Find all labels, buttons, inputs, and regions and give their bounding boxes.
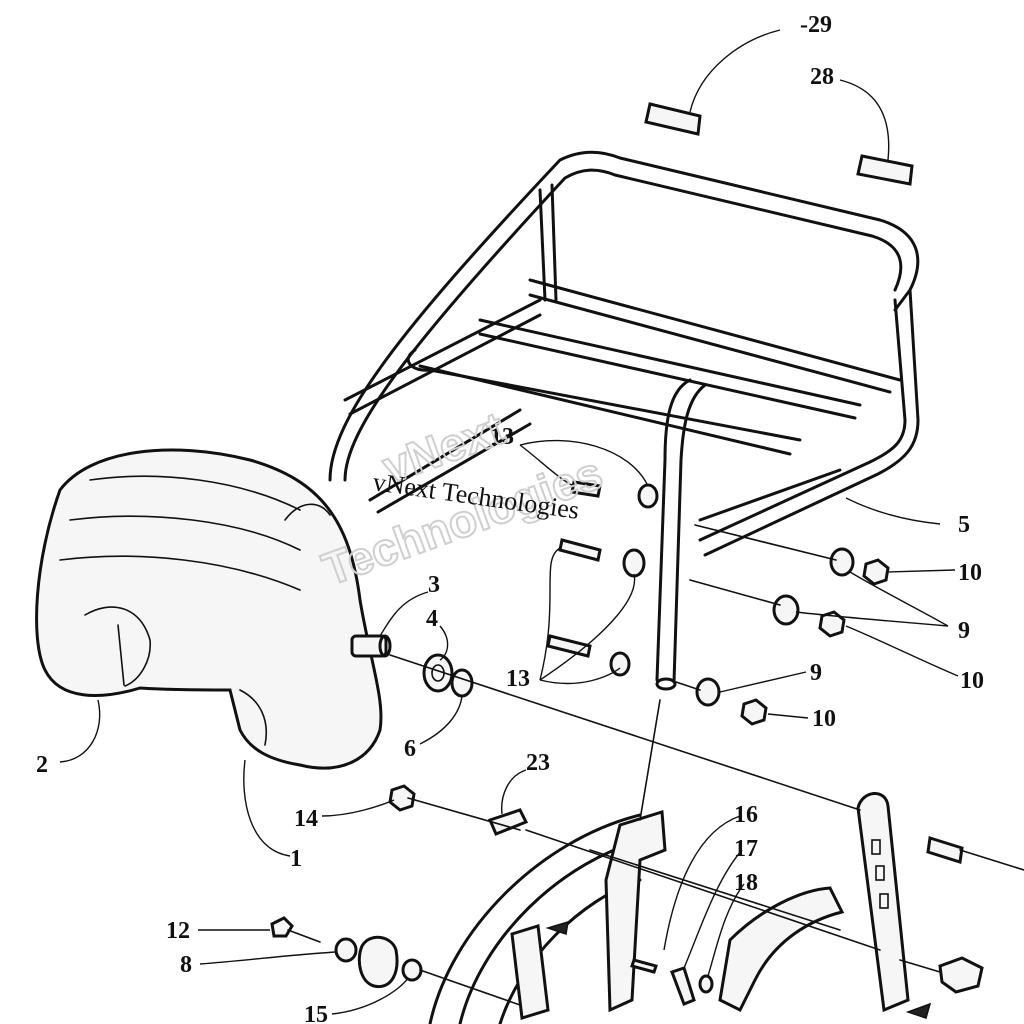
callout-1: 1 xyxy=(290,846,302,872)
washer-15 xyxy=(401,958,423,982)
washer-6 xyxy=(450,668,474,698)
callout-13-top: 13 xyxy=(490,424,514,450)
knob-bolt xyxy=(926,836,984,994)
callout-28: 28 xyxy=(810,64,834,90)
decal-29 xyxy=(644,102,702,136)
nuts-10 xyxy=(740,558,890,726)
callout-2: 2 xyxy=(36,752,48,778)
pad-block xyxy=(718,886,845,1013)
stud-3 xyxy=(350,634,392,658)
callout-13-low: 13 xyxy=(506,666,530,692)
callout-4: 4 xyxy=(426,606,438,632)
washers-9 xyxy=(695,547,855,707)
callout-29: -29 xyxy=(800,12,832,38)
callout-16: 16 xyxy=(734,802,758,828)
rack-frame xyxy=(328,150,920,691)
callout-8: 8 xyxy=(180,952,192,978)
mount-strap xyxy=(856,792,910,1013)
callout-3: 3 xyxy=(428,572,440,598)
washer-8 xyxy=(334,937,358,963)
callout-23: 23 xyxy=(526,750,550,776)
fender-hoop xyxy=(428,810,667,1024)
bracket-plate xyxy=(357,935,399,988)
small-bolts-16-17-18 xyxy=(630,958,714,1006)
bolt-12 xyxy=(270,916,321,943)
callout-10-mid: 10 xyxy=(960,668,984,694)
callout-10-top: 10 xyxy=(958,560,982,586)
decal-28 xyxy=(856,154,914,186)
callout-6: 6 xyxy=(404,736,416,762)
clip-23 xyxy=(487,808,529,836)
callout-12: 12 xyxy=(166,918,190,944)
callout-18: 18 xyxy=(734,870,758,896)
leader-lines xyxy=(59,29,959,1015)
spacer-4 xyxy=(422,653,454,693)
backrest-pad xyxy=(35,448,383,770)
callout-9-low: 9 xyxy=(810,660,822,686)
callout-10-low: 10 xyxy=(812,706,836,732)
explode-lines xyxy=(389,524,1024,1006)
callout-17: 17 xyxy=(734,836,758,862)
callout-9-top: 9 xyxy=(958,618,970,644)
callout-14: 14 xyxy=(294,806,318,832)
arrow-indicators xyxy=(545,920,932,1019)
callout-5: 5 xyxy=(958,512,970,538)
callout-labels: -29 28 5 10 9 10 9 10 13 13 3 4 6 2 1 14… xyxy=(36,12,984,1024)
callout-15: 15 xyxy=(304,1002,328,1024)
